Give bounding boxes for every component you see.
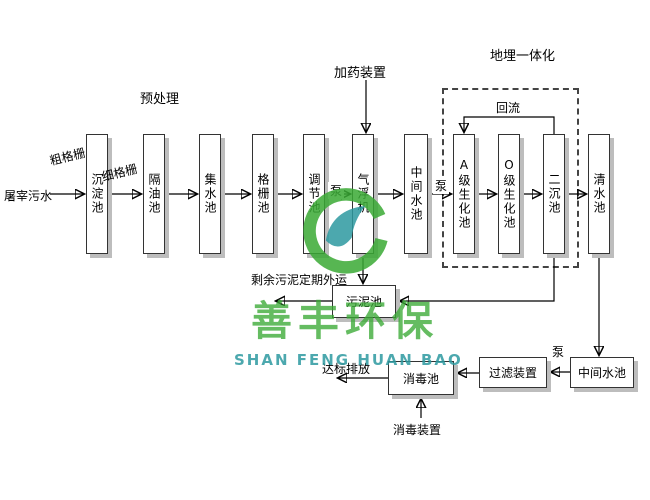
tank-clear-water-label: 清水池 [592, 173, 606, 215]
tank-oil-separation: 隔油池 [143, 134, 165, 254]
disinfection-tank-label: 消毒池 [402, 371, 439, 386]
tank-a-level-bio-label: A级生化池 [457, 158, 471, 230]
tank-grid: 格栅池 [252, 134, 274, 254]
tank-sedimentation: 沉淀池 [86, 134, 108, 254]
tank-air-flotation-label: 气浮机 [356, 173, 370, 215]
intermediate-tank-2-label: 中间水池 [577, 366, 626, 380]
disinfection-device-label: 消毒装置 [393, 423, 442, 437]
box-disinfection-tank: 消毒池 [388, 361, 454, 395]
tank-water-collection: 集水池 [199, 134, 221, 254]
arrow-clarifier-to-sludge [400, 254, 555, 301]
sludge-haul-out-label: 剩余污泥定期外运 [251, 273, 348, 287]
reflux-label: 回流 [494, 99, 523, 116]
tank-grid-label: 格栅池 [256, 173, 270, 215]
tank-o-level-bio: O级生化池 [498, 134, 520, 254]
tank-sedimentation-label: 沉淀池 [90, 173, 104, 215]
pump-3-label: 泵 [550, 343, 567, 360]
discharge-label: 达标排放 [322, 362, 371, 376]
pump-1-label: 泵 [328, 182, 345, 199]
box-filter-device: 过滤装置 [479, 357, 547, 388]
tank-air-flotation: 气浮机 [352, 134, 374, 254]
tank-regulating: 调节池 [303, 134, 325, 254]
filter-device-label: 过滤装置 [488, 366, 537, 380]
buried-integrated-label: 地埋一体化 [490, 49, 556, 64]
tank-clear-water: 清水池 [588, 134, 610, 254]
tank-water-collection-label: 集水池 [203, 173, 217, 215]
tank-secondary-clarifier-label: 二沉池 [547, 173, 561, 215]
dosing-device-label: 加药装置 [334, 66, 387, 81]
tank-regulating-label: 调节池 [307, 173, 321, 215]
tank-secondary-clarifier: 二沉池 [543, 134, 565, 254]
pretreatment-label: 预处理 [140, 92, 180, 107]
tank-intermediate-label: 中间水池 [409, 166, 423, 222]
pump-2-label: 泵 [433, 177, 450, 194]
box-sludge-tank: 污泥池 [332, 285, 396, 318]
tank-oil-separation-label: 隔油池 [147, 173, 161, 215]
influent-label: 屠宰污水 [4, 189, 53, 203]
tank-a-level-bio: A级生化池 [453, 134, 475, 254]
tank-o-level-bio-label: O级生化池 [502, 158, 516, 230]
sludge-tank-label: 污泥池 [345, 295, 382, 309]
box-intermediate-tank-2: 中间水池 [570, 357, 634, 388]
arrow-reflux-clarifier-to-a-bio [464, 116, 555, 134]
tank-intermediate: 中间水池 [404, 134, 428, 254]
